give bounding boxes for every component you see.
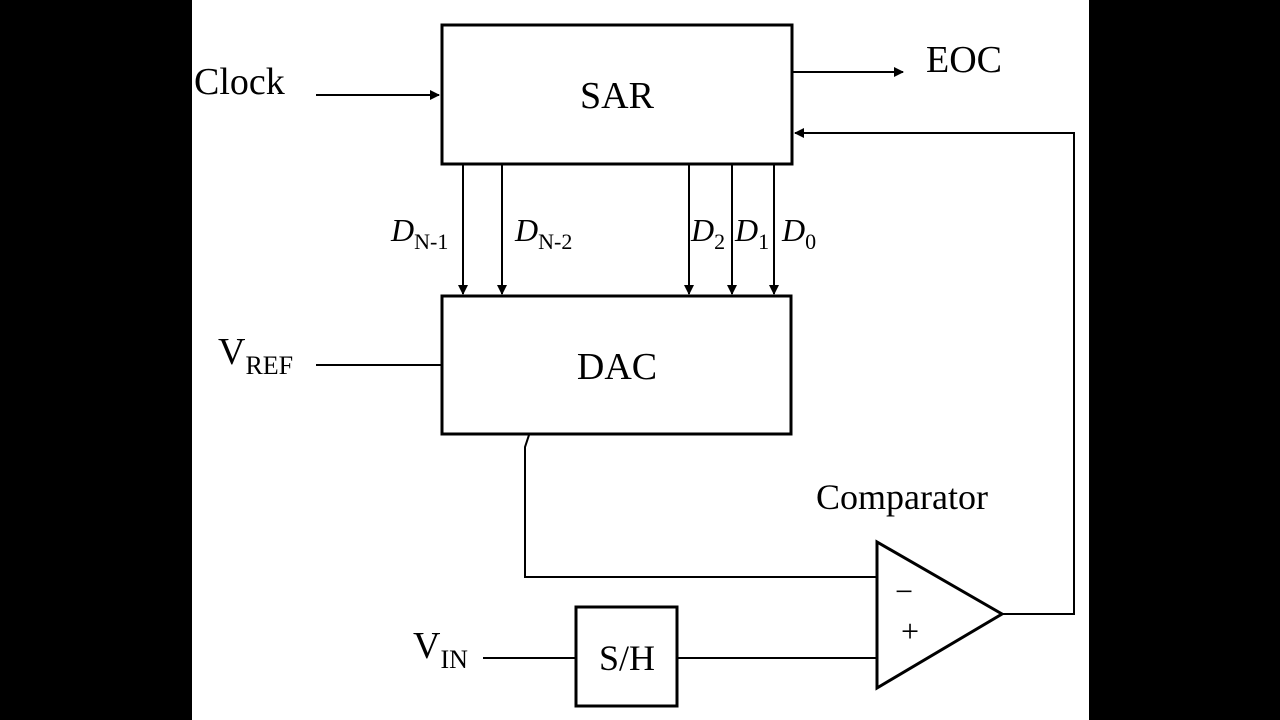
dac-label: DAC — [577, 346, 657, 388]
sample-hold-block — [574, 605, 679, 708]
comparator-label: Comparator — [816, 477, 988, 517]
comparator-plus-sign: + — [901, 613, 919, 649]
bit-label-n-1: DN-1 — [390, 212, 448, 254]
bit-label-0: D0 — [781, 212, 816, 254]
bit-label-1: D1 — [734, 212, 769, 254]
sar-label: SAR — [580, 75, 655, 117]
dac-to-comparator-wire — [524, 434, 876, 578]
sar-block — [440, 23, 794, 166]
bit-label-n-2: DN-2 — [514, 212, 572, 254]
feedback-wire — [794, 128, 1075, 615]
eoc-label: EOC — [926, 39, 1002, 81]
comparator-minus-sign: − — [895, 573, 913, 609]
sample-hold-label: S/H — [599, 638, 655, 678]
bit-label-2: D2 — [690, 212, 725, 254]
dac-block — [440, 294, 793, 436]
vin-label: VIN — [413, 625, 468, 674]
comparator-symbol — [875, 539, 1005, 691]
clock-label: Clock — [194, 61, 285, 103]
vref-label: VREF — [218, 331, 293, 380]
